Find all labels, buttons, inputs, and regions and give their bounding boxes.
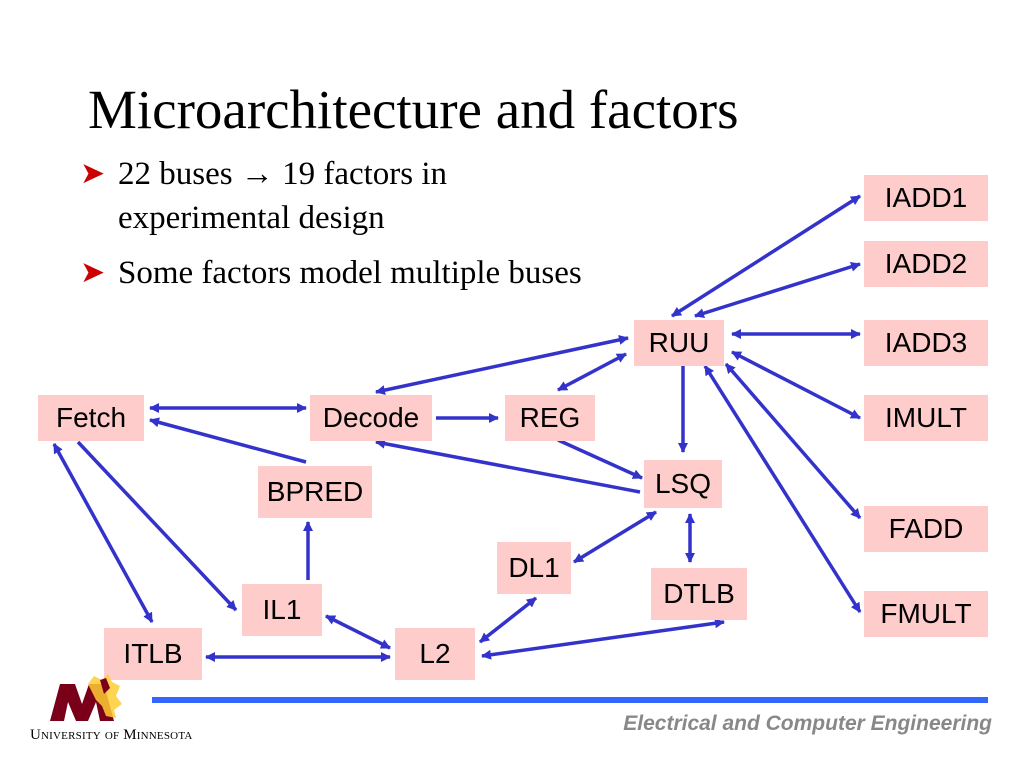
node-l2: L2 — [395, 628, 475, 680]
node-iadd1: IADD1 — [864, 175, 988, 221]
edge-ruu-fmult — [703, 365, 862, 613]
university-logo — [50, 674, 122, 721]
gold-m-logo-icon — [50, 674, 122, 721]
node-iadd3: IADD3 — [864, 320, 988, 366]
node-decode: Decode — [310, 395, 432, 441]
node-dtlb: DTLB — [651, 568, 747, 620]
bullet-text: 22 buses → 19 factors in experimental de… — [118, 156, 448, 236]
edge-fetch-il1 — [76, 440, 238, 612]
edge-ruu-imult — [731, 350, 861, 420]
node-ruu: RUU — [634, 320, 724, 366]
edge-ruu-iadd1 — [671, 194, 861, 318]
bullet-list: ➤ 22 buses → 19 factors in experimental … — [80, 152, 620, 306]
department-name: Electrical and Computer Engineering — [623, 712, 992, 735]
node-lsq: LSQ — [644, 460, 722, 508]
edge-bpred-fetch — [149, 417, 307, 464]
arrow-bullet-icon: ➤ — [80, 256, 106, 289]
edge-dl1-l2 — [478, 596, 538, 644]
edge-lsq-dl1 — [573, 510, 657, 564]
node-fadd: FADD — [864, 506, 988, 552]
edge-ruu-reg — [557, 352, 627, 392]
edge-fetch-itlb — [52, 443, 154, 623]
node-dl1: DL1 — [497, 542, 571, 594]
node-imult: IMULT — [864, 395, 988, 441]
node-reg: REG — [505, 395, 595, 441]
edge-ruu-iadd2 — [694, 261, 861, 319]
edge-reg-lsq — [557, 438, 643, 480]
bullet-item: ➤ 22 buses → 19 factors in experimental … — [80, 152, 620, 240]
edge-l2-dtlb — [481, 618, 725, 660]
slide-title: Microarchitecture and factors — [88, 79, 739, 140]
node-bpred: BPRED — [258, 466, 372, 518]
arrow-bullet-icon: ➤ — [80, 157, 106, 190]
edge-lsq-decode — [375, 438, 641, 494]
edge-il1-l2 — [325, 614, 391, 650]
edge-ruu-fadd — [724, 362, 862, 520]
bullet-text: Some factors model multiple buses — [118, 255, 582, 291]
node-il1: IL1 — [242, 584, 322, 636]
footer-divider — [152, 697, 988, 703]
node-fmult: FMULT — [864, 591, 988, 637]
edge-ruu-decode — [375, 334, 629, 396]
university-caption: University of Minnesota — [30, 727, 193, 743]
bullet-item: ➤ Some factors model multiple buses — [80, 251, 620, 295]
node-fetch: Fetch — [38, 395, 144, 441]
node-iadd2: IADD2 — [864, 241, 988, 287]
node-itlb: ITLB — [104, 628, 202, 680]
